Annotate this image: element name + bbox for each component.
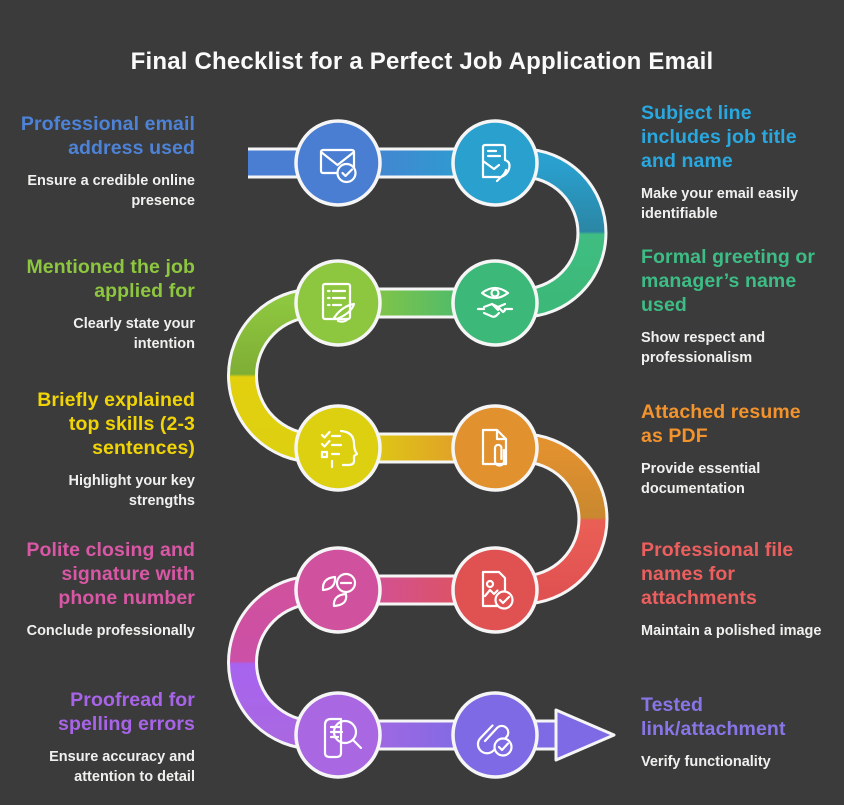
circle-file-names	[451, 546, 539, 634]
step-desc: Conclude professionally	[26, 623, 195, 639]
envelope-check-icon	[319, 148, 357, 184]
step-desc: Clearly state your intention	[73, 316, 195, 352]
step-text-polite-closing: Polite closing and signature with phone …	[10, 538, 195, 642]
circle-subject-line	[451, 119, 539, 207]
step-text-file-names: Professional file names for attachments …	[641, 538, 841, 642]
step-text-proofread: Proofread for spelling errors Ensure acc…	[10, 688, 195, 787]
step-desc: Provide essential documentation	[641, 461, 761, 497]
circle-formal-greeting	[451, 259, 539, 347]
step-text-formal-greeting: Formal greeting or manager’s name used S…	[641, 245, 841, 368]
file-check-icon	[481, 570, 514, 610]
step-text-mentioned-job: Mentioned the job applied for Clearly st…	[10, 255, 195, 354]
arrow-head-icon	[554, 708, 616, 762]
step-title: Subject line includes job title and name	[641, 102, 797, 172]
circle-proofread	[294, 691, 382, 779]
step-title: Tested link/attachment	[641, 694, 786, 740]
step-desc: Verify functionality	[641, 754, 771, 770]
signature-shapes-icon	[321, 572, 357, 608]
step-title: Attached resume as PDF	[641, 401, 801, 447]
page-title: Final Checklist for a Perfect Job Applic…	[130, 48, 714, 75]
hand-letter-icon	[481, 143, 511, 183]
step-desc: Show respect and professionalism	[641, 330, 766, 366]
step-title: Polite closing and signature with phone …	[26, 539, 195, 609]
step-text-attached-resume: Attached resume as PDF Provide essential…	[641, 400, 841, 499]
circle-professional-email	[294, 119, 382, 207]
step-desc: Make your email easily identifiable	[641, 186, 799, 222]
circle-mentioned-job	[294, 259, 382, 347]
circle-top-skills	[294, 404, 382, 492]
document-paperclip-icon	[481, 428, 508, 467]
step-desc: Highlight your key strengths	[68, 473, 196, 509]
step-desc: Ensure accuracy and attention to detail	[49, 749, 195, 785]
step-text-subject-line: Subject line includes job title and name…	[641, 101, 841, 224]
document-magnifier-icon	[323, 717, 363, 759]
step-title: Briefly explained top skills (2-3 senten…	[37, 389, 195, 459]
step-text-professional-email: Professional email address used Ensure a…	[10, 112, 195, 211]
head-checklist-icon	[320, 429, 359, 469]
step-title: Professional email address used	[20, 113, 195, 159]
step-text-top-skills: Briefly explained top skills (2-3 senten…	[10, 388, 195, 511]
step-desc: Ensure a credible online presence	[27, 173, 195, 209]
circle-tested-link	[451, 691, 539, 779]
step-text-tested-link: Tested link/attachment Verify functional…	[641, 693, 841, 773]
step-desc: Maintain a polished image	[641, 623, 822, 639]
circle-polite-closing	[294, 546, 382, 634]
document-pen-icon	[321, 282, 356, 323]
paperclip-check-icon	[476, 724, 513, 757]
step-title: Formal greeting or manager’s name used	[641, 246, 816, 316]
step-title: Professional file names for attachments	[641, 539, 794, 609]
eye-handshake-icon	[476, 286, 514, 318]
step-title: Mentioned the job applied for	[26, 256, 195, 302]
step-title: Proofread for spelling errors	[58, 689, 195, 735]
